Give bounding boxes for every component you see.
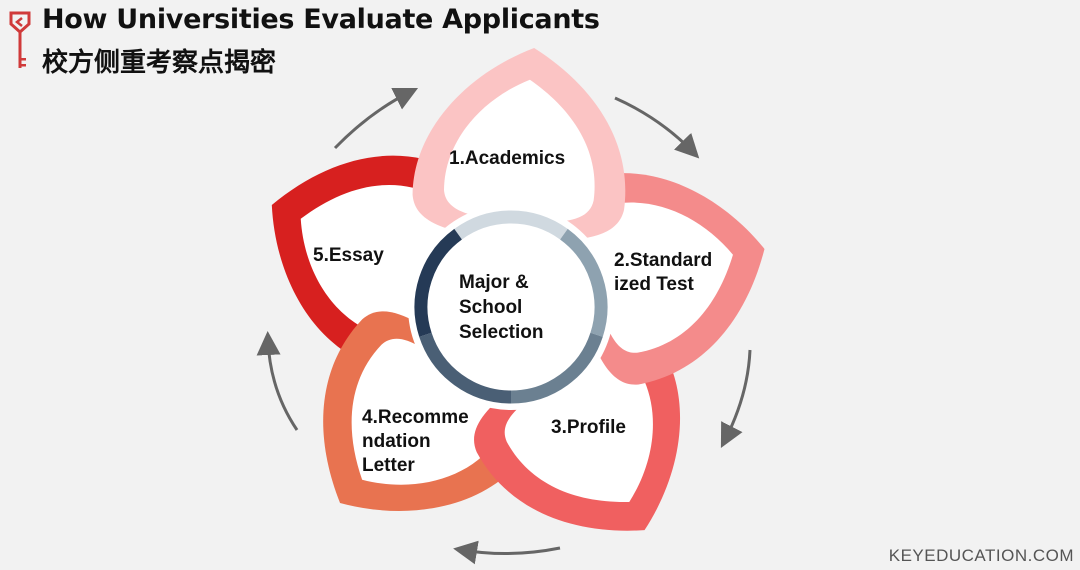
key-logo-icon — [8, 10, 34, 77]
ring-segment-4 — [419, 332, 512, 404]
cycle-arrow-3 — [720, 349, 752, 449]
ring-segment-1 — [454, 210, 568, 240]
page-subtitle: 校方侧重考察点揭密 — [42, 48, 277, 78]
petal-academics — [412, 47, 626, 241]
ring-segment-3 — [510, 332, 603, 404]
petal-recommendation-letter — [323, 311, 530, 511]
petal-label-profile: 3.Profile — [551, 417, 626, 438]
page-title: How Universities Evaluate Applicants — [42, 4, 600, 35]
center-circle — [408, 204, 614, 410]
petal-label-essay: 5.Essay — [313, 245, 384, 266]
cycle-arrow-5 — [256, 331, 299, 431]
watermark: KEYEDUCATION.COM — [888, 546, 1074, 565]
ring-segment-5 — [414, 228, 463, 337]
cycle-arrow-2 — [614, 96, 700, 159]
petal-label-academics: 1.Academics — [449, 148, 566, 169]
cycle-arrow-4 — [453, 540, 561, 565]
petal-standardized-test — [565, 173, 765, 385]
cycle-arrow-1 — [333, 87, 419, 150]
ring-segment-2 — [559, 228, 608, 337]
